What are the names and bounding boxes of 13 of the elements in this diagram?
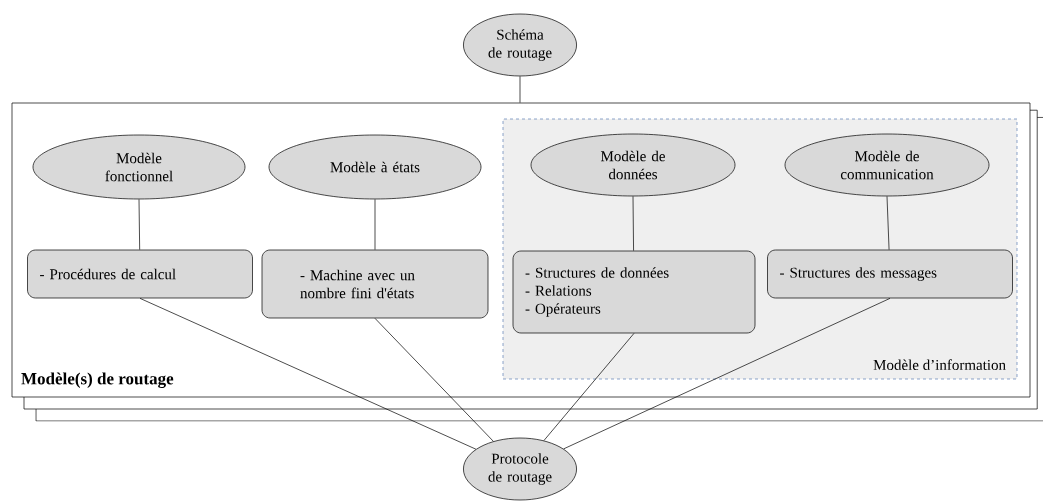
connector-line	[138, 199, 141, 250]
rounded-box: - Machine avec un nombre fini d'états	[261, 249, 489, 319]
connector-line	[543, 333, 635, 441]
connector-line	[139, 298, 477, 450]
connector-line	[563, 298, 891, 450]
connector-line	[374, 318, 494, 442]
connector-line	[374, 199, 376, 250]
rounded-box: - Procédures de calcul	[27, 249, 253, 299]
rounded-box: - Structures des messages	[767, 249, 1013, 299]
rounded-box: - Structures de données - Relations - Opérateurs	[512, 250, 756, 334]
connector-line	[519, 76, 521, 103]
connector-line	[886, 196, 890, 250]
connector-line	[632, 196, 634, 251]
